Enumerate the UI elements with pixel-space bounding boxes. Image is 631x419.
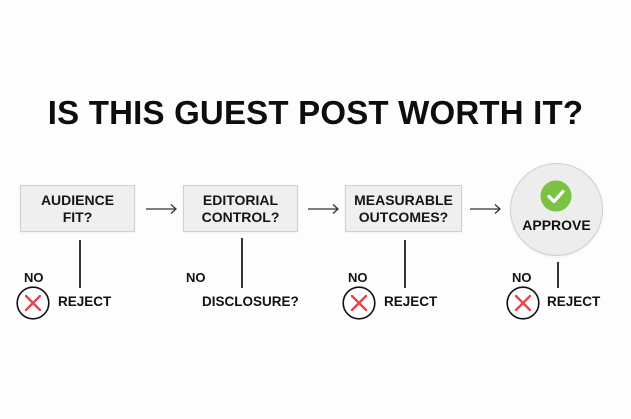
step-label-line2: CONTROL?: [201, 208, 280, 225]
step-audience-fit: AUDIENCE FIT?: [20, 185, 135, 232]
reject-label: REJECT: [384, 294, 438, 309]
step-label-line2: FIT?: [62, 208, 93, 225]
arrow-right-icon: [308, 204, 339, 214]
step-editorial-control: EDITORIAL CONTROL?: [183, 185, 298, 232]
reject-label: REJECT: [547, 294, 601, 309]
no-label: NO: [348, 270, 368, 285]
branch-connector: [404, 240, 406, 288]
no-label: NO: [24, 270, 44, 285]
arrow-right-icon: [146, 204, 177, 214]
step-label-line1: EDITORIAL: [202, 191, 279, 208]
arrow-right-icon: [470, 204, 501, 214]
branch-connector: [557, 262, 559, 288]
branch-connector: [79, 240, 81, 288]
branch-connector: [241, 238, 243, 288]
x-circle-icon: [16, 286, 50, 320]
no-label: NO: [186, 270, 206, 285]
reject-label: REJECT: [58, 294, 112, 309]
step-label-line1: AUDIENCE: [40, 191, 115, 208]
x-circle-icon: [506, 286, 540, 320]
x-circle-icon: [342, 286, 376, 320]
step-label-line1: MEASURABLE: [354, 191, 453, 208]
check-circle-icon: [540, 180, 572, 212]
step-label-line2: OUTCOMES?: [358, 208, 449, 225]
disclosure-label: DISCLOSURE?: [202, 294, 299, 309]
step-measurable-outcomes: MEASURABLE OUTCOMES?: [345, 185, 462, 232]
approve-label: APPROVE: [522, 217, 591, 233]
no-label: NO: [512, 270, 532, 285]
diagram-title: IS THIS GUEST POST WORTH IT?: [47, 94, 584, 131]
